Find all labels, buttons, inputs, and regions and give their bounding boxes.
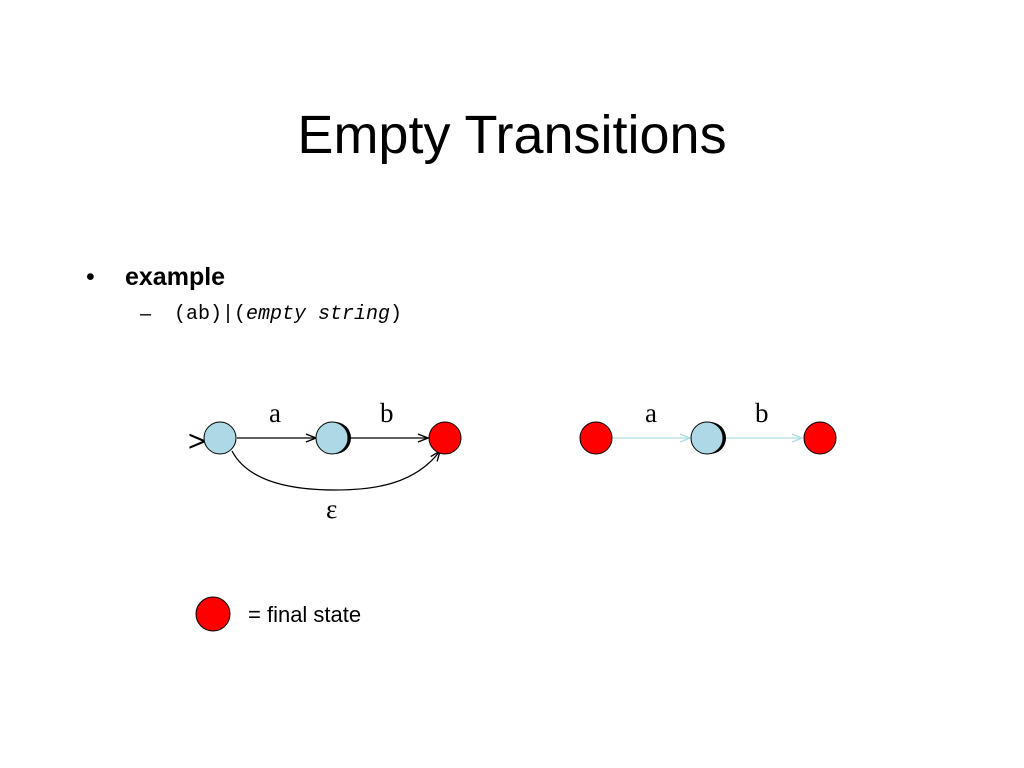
start-marker: > (188, 425, 206, 458)
state-q1 (315, 421, 349, 455)
label-epsilon: ε (326, 494, 337, 524)
right-automaton: a b (579, 398, 837, 455)
sub-bullet-text: (ab)|(empty string) (174, 303, 402, 326)
label-a-left: a (269, 398, 281, 428)
legend-final-state-icon (195, 596, 231, 632)
label-a-right: a (645, 398, 657, 428)
state-p0-final (579, 421, 613, 455)
state-q0 (203, 421, 237, 455)
regex-italic: empty string (246, 303, 391, 326)
state-p2-final (803, 421, 837, 455)
label-b-left: b (380, 398, 394, 428)
sub-bullet-marker: – (140, 303, 152, 325)
legend (195, 596, 231, 632)
state-p1 (690, 421, 724, 455)
left-automaton: > a b ε (188, 398, 462, 524)
edge-q0-q2-epsilon (231, 451, 440, 491)
regex-prefix: (ab)|( (174, 303, 247, 326)
slide-title: Empty Transitions (297, 105, 727, 165)
bullet-text: example (125, 263, 226, 291)
regex-suffix: ) (390, 303, 403, 326)
legend-label: = final state (248, 602, 362, 627)
bullet-marker: • (86, 263, 95, 291)
label-b-right: b (755, 398, 769, 428)
state-q2-final (428, 421, 462, 455)
